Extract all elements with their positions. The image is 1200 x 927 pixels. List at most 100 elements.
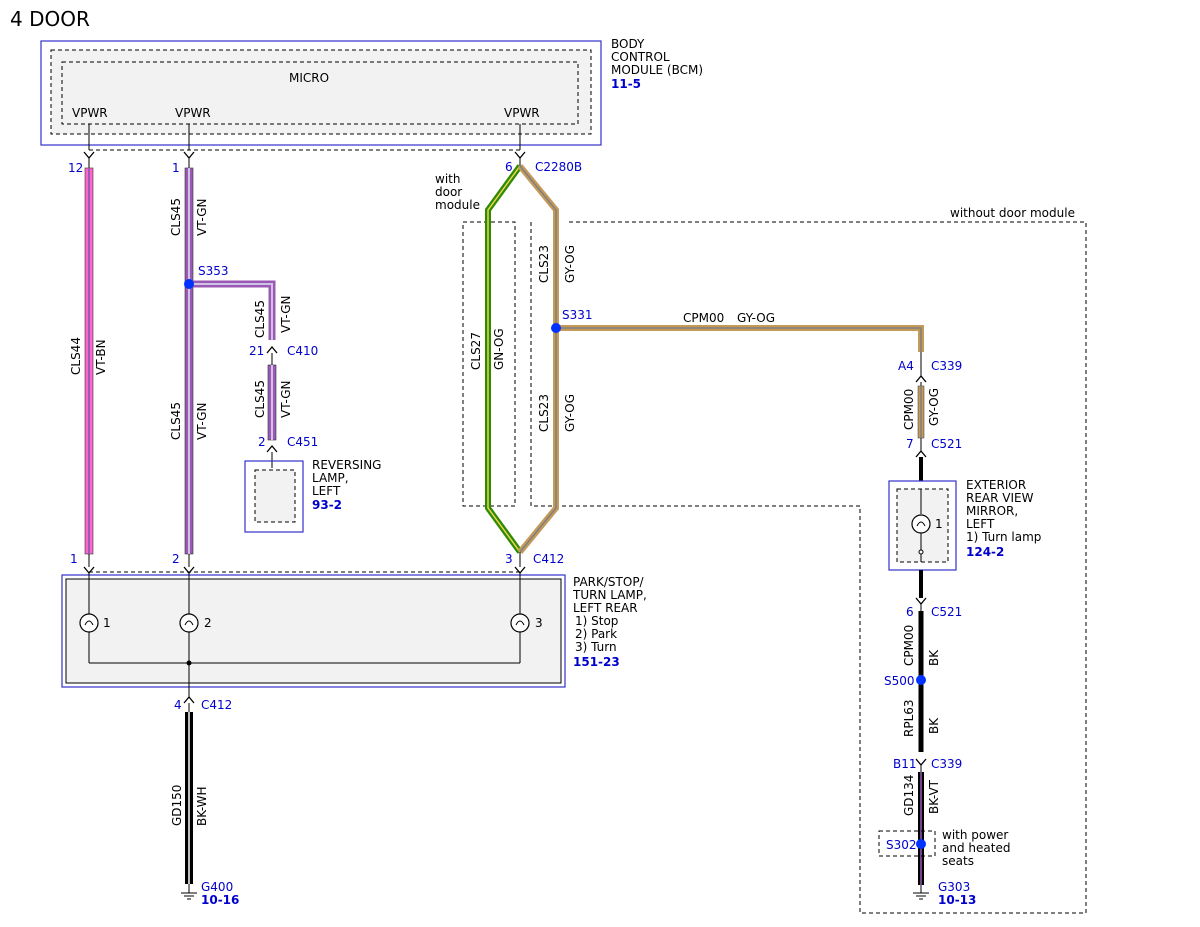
wire-cpm00v-label: CPM00 — [902, 389, 916, 430]
ground-g303: G303 — [938, 880, 970, 894]
mirror-ref-link[interactable]: 124-2 — [966, 545, 1004, 559]
pin-1: 1 — [172, 161, 180, 175]
pin-b11: B11 — [893, 757, 917, 771]
door-module-region: with door module without door module — [435, 172, 1087, 914]
wire-vtgnd-label: VT-GN — [279, 381, 293, 418]
ground-g303-ref-link[interactable]: 10-13 — [938, 893, 976, 907]
pin-2-lower: 2 — [172, 552, 180, 566]
bcm-name-3: MODULE (BCM) — [611, 63, 703, 77]
bcm-name-2: CONTROL — [611, 50, 670, 64]
connector-c2280b[interactable]: C2280B — [535, 160, 582, 174]
pin-2-c451: 2 — [258, 435, 266, 449]
s302-box — [878, 830, 936, 857]
splice-s353[interactable]: S353 — [198, 264, 229, 278]
bcm-label: BODY CONTROL MODULE (BCM) 11-5 — [611, 37, 703, 91]
reversing-lamp: REVERSING LAMP, LEFT 93-2 — [244, 458, 381, 533]
wire-cls45-main: 1 2 CLS45 VT-GN CLS45 VT-GN — [169, 158, 209, 567]
splice-s331-dot — [551, 323, 561, 333]
pin-6-c521: 6 — [906, 605, 914, 619]
connector-c410[interactable]: C410 — [287, 344, 318, 358]
wire-gyogh-label: GY-OG — [737, 311, 775, 325]
splice-s302-dot — [916, 839, 926, 849]
park-lamp-line-4: 1) Stop — [575, 614, 618, 628]
wire-cls23a-label: CLS23 — [537, 245, 551, 283]
wire-cpm00-vertical: A4 C339 CPM00 GY-OG 7 C521 — [898, 359, 962, 481]
mirror-line-2: REAR VIEW — [966, 491, 1034, 505]
bulb-3: 3 — [535, 616, 543, 630]
pin-3: 3 — [505, 552, 513, 566]
splice-s353-dot — [184, 279, 194, 289]
vpwr-label-1: VPWR — [72, 106, 108, 120]
wire-gd150-label: GD150 — [170, 785, 184, 826]
wire-bkvt-label: BK-VT — [927, 779, 941, 814]
bcm-ref-link[interactable]: 11-5 — [611, 77, 641, 91]
park-lamp-line-6: 3) Turn — [575, 640, 617, 654]
wire-bk1-label: BK — [927, 649, 941, 666]
connector-c339-bottom[interactable]: C339 — [931, 757, 962, 771]
wire-cls27: CLS27 GN-OG — [469, 158, 523, 554]
pin-12: 12 — [68, 161, 83, 175]
reversing-lamp-line-2: LAMP, — [312, 471, 349, 485]
wire-cpm00-horizontal: CPM00 GY-OG — [556, 311, 924, 376]
ground-g400: G400 — [201, 880, 233, 894]
splice-s302[interactable]: S302 — [886, 838, 917, 852]
vpwr-label-2: VPWR — [175, 106, 211, 120]
note-with-power-1: with power — [942, 828, 1008, 842]
wire-cls27-label: CLS27 — [469, 332, 483, 370]
reversing-lamp-line-3: LEFT — [312, 484, 341, 498]
connector-c412-top[interactable]: C412 — [533, 552, 564, 566]
wire-gnog-label: GN-OG — [492, 328, 506, 370]
exterior-mirror: 1 EXTERIOR REAR VIEW MIRROR, LEFT 1) Tur… — [888, 478, 1041, 598]
pin-1-lower: 1 — [70, 552, 78, 566]
park-lamp-line-1: PARK/STOP/ — [573, 575, 645, 589]
wire-cls44-label: CLS44 — [69, 337, 83, 375]
connector-c521-top[interactable]: C521 — [931, 437, 962, 451]
wire-cls45-branch: CLS45 VT-GN CLS45 VT-GN 21 C410 2 C451 — [189, 280, 318, 468]
splice-s331[interactable]: S331 — [562, 308, 593, 322]
ground-g400-ref-link[interactable]: 10-16 — [201, 893, 239, 907]
pin-a4: A4 — [898, 359, 914, 373]
wire-vtbn-label: VT-BN — [94, 339, 108, 375]
connector-c339-top[interactable]: C339 — [931, 359, 962, 373]
park-lamp: 1 2 3 PARK/STOP/ TURN LAMP, LEFT REAR 1)… — [61, 571, 647, 697]
wire-cpm00bk-label: CPM00 — [902, 625, 916, 666]
wire-gyoga-label: GY-OG — [563, 245, 577, 283]
wire-vtgnb-label: VT-GN — [195, 403, 209, 440]
park-lamp-line-3: LEFT REAR — [573, 601, 638, 615]
wire-gd150: 4 C412 GD150 BK-WH G400 10-16 — [170, 698, 239, 907]
mirror-line-1: EXTERIOR — [966, 478, 1026, 492]
note-with-door-2: door — [435, 185, 462, 199]
note-without-door: without door module — [950, 206, 1075, 220]
wire-cls45d-label: CLS45 — [253, 380, 267, 418]
wire-rpl63-label: RPL63 — [902, 699, 916, 737]
wire-bk2-label: BK — [927, 717, 941, 734]
wire-gyogv-label: GY-OG — [927, 388, 941, 426]
note-with-power-2: and heated — [942, 841, 1010, 855]
bcm-name-1: BODY — [611, 37, 645, 51]
vpwr-label-3: VPWR — [504, 106, 540, 120]
bulb-1: 1 — [103, 616, 111, 630]
connector-c521-bottom[interactable]: C521 — [931, 605, 962, 619]
pin-7: 7 — [906, 437, 914, 451]
bcm-module: MICRO VPWR VPWR VPWR — [40, 40, 602, 151]
wire-bkwh-label: BK-WH — [195, 786, 209, 826]
park-lamp-line-2: TURN LAMP, — [572, 588, 647, 602]
reversing-lamp-line-1: REVERSING — [312, 458, 381, 472]
wire-gd134-label: GD134 — [902, 775, 916, 816]
pin-4: 4 — [174, 698, 182, 712]
mirror-line-3: MIRROR, — [966, 504, 1018, 518]
park-lamp-ref-link[interactable]: 151-23 — [573, 655, 620, 669]
wire-cls23b-label: CLS23 — [537, 394, 551, 432]
park-lamp-line-5: 2) Park — [575, 627, 617, 641]
note-with-door-1: with — [435, 172, 460, 186]
reversing-lamp-ref-link[interactable]: 93-2 — [312, 498, 342, 512]
connector-c412-bottom[interactable]: C412 — [201, 698, 232, 712]
connector-c451[interactable]: C451 — [287, 435, 318, 449]
wire-cls44: 12 1 CLS44 VT-BN — [68, 158, 108, 567]
wire-gyogb-label: GY-OG — [563, 394, 577, 432]
splice-s500[interactable]: S500 — [884, 674, 915, 688]
note-with-door-3: module — [435, 198, 480, 212]
mirror-line-4: LEFT — [966, 517, 995, 531]
note-with-power-3: seats — [942, 854, 974, 868]
